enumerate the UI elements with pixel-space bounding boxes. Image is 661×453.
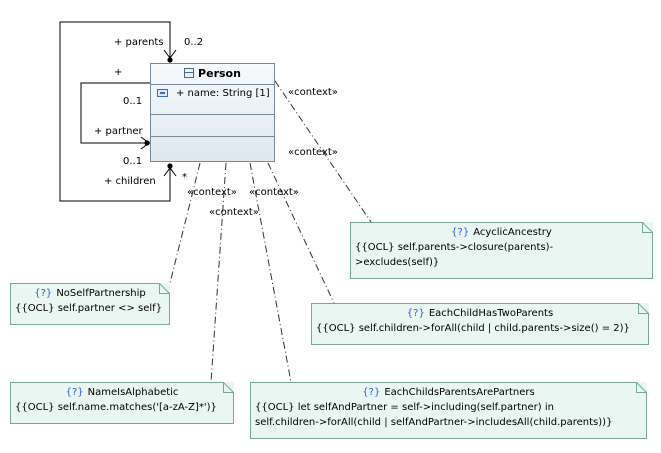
parents-ownership-dot xyxy=(167,57,173,63)
constraint-note-each-childs-parents-are-partners[interactable]: {?}EachChildsParentsArePartners {{OCL} l… xyxy=(250,382,647,439)
parents-multiplicity: 0..2 xyxy=(184,37,204,48)
constraint-name: AcyclicAncestry xyxy=(473,227,552,238)
note-frame xyxy=(10,283,170,325)
parents-children-association[interactable] xyxy=(59,21,171,202)
constraint-icon: {?} xyxy=(65,387,84,398)
context-label-two-parents: «context» xyxy=(288,147,338,158)
attributes-compartment: + name: String [1] xyxy=(151,85,274,115)
class-name: Person xyxy=(198,67,241,80)
constraint-body-line: {{OCL} self.children->forAll(child | chi… xyxy=(316,323,630,334)
note-frame xyxy=(10,382,234,424)
children-role-label: + children xyxy=(104,176,156,187)
constraint-body-line: {{OCL} let selfAndPartner = self->includ… xyxy=(255,402,554,413)
constraint-links xyxy=(169,80,372,383)
constraint-body-line: >excludes(self)} xyxy=(355,257,440,268)
person-class[interactable]: Person + name: String [1] xyxy=(150,63,275,162)
constraint-name: NameIsAlphabetic xyxy=(87,387,179,398)
constraint-note-each-child-has-two-parents[interactable]: {?}EachChildHasTwoParents {{OCL} self.ch… xyxy=(311,303,649,345)
context-label-no-self-partnership: «context» xyxy=(187,187,237,198)
constraint-note-name-is-alphabetic[interactable]: {?}NameIsAlphabetic {{OCL} self.name.mat… xyxy=(10,382,234,424)
partner-association[interactable] xyxy=(80,82,150,144)
children-multiplicity: * xyxy=(182,172,187,183)
constraint-icon: {?} xyxy=(406,308,425,319)
link-no-self-partnership[interactable] xyxy=(169,162,201,284)
constraint-icon: {?} xyxy=(34,288,53,299)
note-frame xyxy=(311,303,649,345)
constraint-name: EachChildsParentsArePartners xyxy=(384,387,535,398)
property-icon xyxy=(157,89,168,97)
constraint-note-no-self-partnership[interactable]: {?}NoSelfPartnership {{OCL} self.partner… xyxy=(10,283,170,325)
constraint-icon: {?} xyxy=(451,227,470,238)
link-each-child-has-two-parents[interactable] xyxy=(267,162,335,304)
context-label-name-is-alphabetic: «context» xyxy=(209,207,259,218)
context-label-parents-are-partners: «context» xyxy=(249,187,299,198)
partner-multiplicity-top: 0..1 xyxy=(123,96,143,107)
constraint-icon: {?} xyxy=(362,387,381,398)
constraint-body-line: {{OCL} self.partner <> self} xyxy=(15,303,163,314)
partner-ownership-dot xyxy=(144,140,150,146)
link-each-childs-parents-are-partners[interactable] xyxy=(249,162,292,383)
partner-role-label: + partner xyxy=(94,126,143,137)
parents-role-label: + parents xyxy=(114,37,164,48)
partner-multiplicity-bottom: 0..1 xyxy=(123,156,143,167)
context-label-acyclic: «context» xyxy=(288,87,338,98)
note-frame xyxy=(250,382,647,439)
note-frame xyxy=(350,222,653,279)
operations-compartment xyxy=(151,115,274,137)
constraint-name: NoSelfPartnership xyxy=(56,288,146,299)
attribute-name[interactable]: + name: String [1] xyxy=(176,88,270,99)
class-icon xyxy=(184,68,195,78)
link-acyclic-ancestry[interactable] xyxy=(274,80,372,223)
children-ownership-dot xyxy=(167,163,173,169)
constraint-name: EachChildHasTwoParents xyxy=(428,308,554,319)
constraint-note-acyclic-ancestry[interactable]: {?}AcyclicAncestry {{OCL} self.parents->… xyxy=(350,222,653,279)
link-name-is-alphabetic[interactable] xyxy=(210,162,227,383)
constraint-body-line: {{OCL} self.parents->closure(parents)- xyxy=(355,242,554,253)
class-header: Person xyxy=(151,64,274,85)
parents-other-end-label: + xyxy=(114,67,123,78)
constraint-body-line: self.children->forAll(child | selfAndPar… xyxy=(255,417,613,428)
constraint-body-line: {{OCL} self.name.matches('[a-zA-Z]*')} xyxy=(15,402,217,413)
